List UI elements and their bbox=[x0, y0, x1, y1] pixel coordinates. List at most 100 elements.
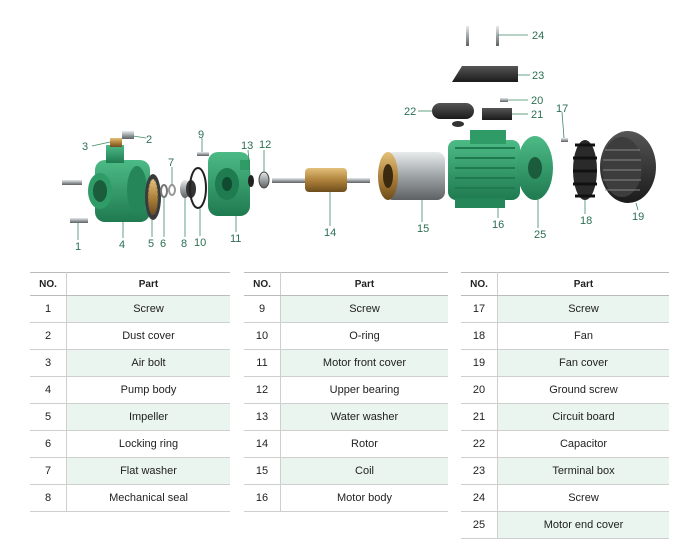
row-no: 1 bbox=[30, 295, 67, 323]
row-no: 8 bbox=[30, 484, 67, 512]
circuit-board-part bbox=[482, 108, 512, 120]
row-part: Circuit board bbox=[497, 403, 669, 431]
header-part: Part bbox=[497, 272, 669, 296]
row-no: 20 bbox=[461, 376, 498, 404]
row-part: Screw bbox=[497, 484, 669, 512]
callout-16: 16 bbox=[492, 219, 504, 231]
row-no: 24 bbox=[461, 484, 498, 512]
header-part: Part bbox=[280, 272, 448, 296]
callout-7: 7 bbox=[168, 157, 174, 169]
locking-ring-part bbox=[160, 184, 176, 198]
callout-2: 2 bbox=[146, 134, 152, 146]
row-no: 6 bbox=[30, 430, 67, 458]
row-no: 11 bbox=[244, 349, 281, 377]
callout-11: 11 bbox=[230, 233, 241, 245]
row-part: Locking ring bbox=[66, 430, 230, 458]
water-washer-part bbox=[248, 175, 254, 187]
row-part: Dust cover bbox=[66, 322, 230, 350]
row-part: Mechanical seal bbox=[66, 484, 230, 512]
motor-front-cover-part bbox=[208, 152, 250, 216]
callout-5: 5 bbox=[148, 238, 154, 250]
callout-8: 8 bbox=[181, 238, 187, 250]
row-part: Terminal box bbox=[497, 457, 669, 485]
row-no: 5 bbox=[30, 403, 67, 431]
row-no: 21 bbox=[461, 403, 498, 431]
mechanical-seal-part bbox=[180, 180, 196, 198]
terminal-box-part bbox=[452, 66, 518, 82]
callout-22: 22 bbox=[404, 106, 416, 118]
row-part: Screw bbox=[66, 295, 230, 323]
row-part: Impeller bbox=[66, 403, 230, 431]
upper-bearing-part bbox=[258, 171, 270, 189]
row-no: 16 bbox=[244, 484, 281, 512]
callout-6: 6 bbox=[160, 238, 166, 250]
row-no: 14 bbox=[244, 430, 281, 458]
callout-12: 12 bbox=[259, 139, 271, 151]
callout-14: 14 bbox=[324, 227, 336, 239]
header-no: NO. bbox=[30, 272, 67, 296]
header-part: Part bbox=[66, 272, 230, 296]
leader-lines bbox=[77, 34, 639, 240]
row-no: 4 bbox=[30, 376, 67, 404]
row-part: Rotor bbox=[280, 430, 448, 458]
motor-end-cover-part bbox=[517, 136, 553, 200]
row-part: Motor end cover bbox=[497, 511, 669, 539]
row-part: Water washer bbox=[280, 403, 448, 431]
header-no: NO. bbox=[461, 272, 498, 296]
row-part: Motor front cover bbox=[280, 349, 448, 377]
row-part: Air bolt bbox=[66, 349, 230, 377]
row-no: 18 bbox=[461, 322, 498, 350]
fan-cover-part bbox=[600, 131, 656, 203]
row-part: Flat washer bbox=[66, 457, 230, 485]
fan-part bbox=[573, 140, 597, 200]
row-no: 3 bbox=[30, 349, 67, 377]
callout-21: 21 bbox=[531, 109, 543, 121]
row-part: Ground screw bbox=[497, 376, 669, 404]
callout-24: 24 bbox=[532, 30, 544, 42]
screw-24-part bbox=[466, 26, 499, 46]
row-no: 7 bbox=[30, 457, 67, 485]
coil-part bbox=[378, 152, 445, 200]
callout-25: 25 bbox=[534, 229, 546, 241]
row-no: 2 bbox=[30, 322, 67, 350]
screw-17-part bbox=[561, 138, 568, 142]
callout-4: 4 bbox=[119, 239, 125, 251]
row-no: 22 bbox=[461, 430, 498, 458]
row-no: 10 bbox=[244, 322, 281, 350]
callout-23: 23 bbox=[532, 70, 544, 82]
row-part: Fan bbox=[497, 322, 669, 350]
row-no: 15 bbox=[244, 457, 281, 485]
air-bolt-part bbox=[110, 131, 134, 147]
callout-19: 19 bbox=[632, 211, 644, 223]
callout-15: 15 bbox=[417, 223, 429, 235]
row-part: O-ring bbox=[280, 322, 448, 350]
callout-10: 10 bbox=[194, 237, 206, 249]
row-part: Capacitor bbox=[497, 430, 669, 458]
screw-9-part bbox=[197, 152, 209, 156]
exploded-pump-diagram: 1 2 3 4 5 6 7 8 9 10 11 12 13 14 15 16 1… bbox=[62, 26, 656, 253]
o-ring-part bbox=[189, 167, 207, 209]
row-no: 13 bbox=[244, 403, 281, 431]
callout-9: 9 bbox=[198, 129, 204, 141]
callout-13: 13 bbox=[241, 140, 253, 152]
screw-1-part bbox=[62, 180, 88, 223]
